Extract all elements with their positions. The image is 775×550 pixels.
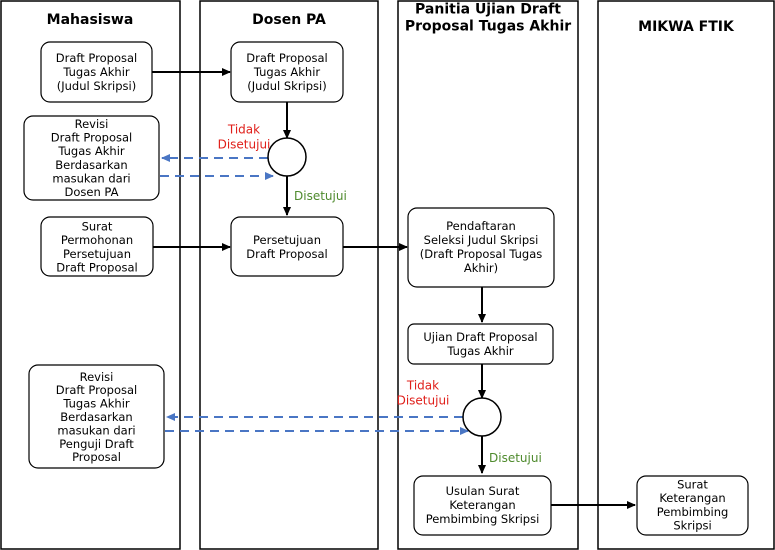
text-line: Skripsi bbox=[673, 518, 711, 532]
text-line: Ujian Draft Proposal bbox=[423, 330, 537, 344]
lane-mahasiswa: Mahasiswa bbox=[0, 0, 181, 550]
text-line: Permohonan bbox=[61, 233, 133, 247]
text-line: Mahasiswa bbox=[47, 12, 134, 28]
text-line: Tugas Akhir bbox=[62, 65, 130, 79]
text-line: Berdasarkan bbox=[55, 158, 127, 172]
text-line: Tugas Akhir bbox=[253, 65, 321, 79]
text-line: Surat bbox=[82, 220, 113, 234]
text-line: Panitia Ujian Draft bbox=[415, 2, 561, 18]
text-line: Draft Proposal bbox=[56, 51, 137, 65]
text-line: Persetujuan bbox=[63, 247, 131, 261]
text-line: Tugas Akhir bbox=[446, 344, 514, 358]
text-line: Revisi bbox=[80, 370, 114, 384]
text-line: Berdasarkan bbox=[60, 410, 132, 424]
lane-mikwa: MIKWA FTIK bbox=[597, 0, 775, 550]
text-line: Dosen PA bbox=[252, 12, 326, 28]
text-line: Akhir) bbox=[464, 261, 498, 275]
text-line: Penguji Draft bbox=[59, 437, 134, 451]
text-line: Revisi bbox=[75, 117, 109, 131]
text-line: (Draft Proposal Tugas bbox=[420, 247, 543, 261]
text-line: Disetujui bbox=[218, 138, 271, 152]
decision-circle-dosen bbox=[267, 137, 307, 177]
text-line: Disetujui bbox=[397, 394, 450, 408]
text-line: Persetujuan bbox=[253, 233, 321, 247]
text-line: Pendaftaran bbox=[446, 219, 516, 233]
text-line: Dosen PA bbox=[65, 185, 119, 199]
text-line: Draft Proposal bbox=[56, 383, 137, 397]
text-line: Tugas Akhir bbox=[62, 397, 130, 411]
text-line: Surat bbox=[677, 478, 708, 492]
text-line: masukan dari bbox=[57, 423, 135, 437]
label-disetujui-dosen: Disetujui bbox=[294, 189, 347, 203]
text-line: Keterangan bbox=[449, 498, 515, 512]
solid-arrows bbox=[152, 68, 636, 509]
text-line: Pembimbing Skripsi bbox=[426, 512, 540, 526]
text-line: Tidak bbox=[406, 379, 439, 393]
text-line: Tugas Akhir bbox=[57, 144, 125, 158]
text-line: Draft Proposal bbox=[246, 247, 327, 261]
text-line: masukan dari bbox=[52, 171, 130, 185]
text-line: Keterangan bbox=[659, 491, 725, 505]
dashed-arrows bbox=[160, 154, 469, 435]
decision-circle-panitia bbox=[462, 397, 502, 437]
lane-title-mikwa: MIKWA FTIK bbox=[638, 19, 735, 35]
text-line: (Judul Skripsi) bbox=[57, 79, 136, 93]
text-line: Pembimbing bbox=[657, 505, 729, 519]
lane-title-dosen-pa: Dosen PA bbox=[252, 12, 326, 28]
text-line: MIKWA FTIK bbox=[638, 19, 735, 35]
label-disetujui-panitia: Disetujui bbox=[489, 451, 542, 465]
text-line: (Judul Skripsi) bbox=[247, 79, 326, 93]
lane-title-mahasiswa: Mahasiswa bbox=[47, 12, 134, 28]
text-line: Tidak bbox=[227, 123, 260, 137]
text-line: Draft Proposal bbox=[246, 51, 327, 65]
text-line: Usulan Surat bbox=[446, 484, 520, 498]
lane-dosen-pa: Dosen PA bbox=[199, 0, 379, 550]
text-line: Draft Proposal bbox=[56, 260, 137, 274]
text-line: Proposal bbox=[72, 450, 121, 464]
text-line: Seleksi Judul Skripsi bbox=[424, 233, 539, 247]
text-line: Proposal Tugas Akhir bbox=[405, 19, 571, 35]
text-line: Draft Proposal bbox=[51, 131, 132, 145]
